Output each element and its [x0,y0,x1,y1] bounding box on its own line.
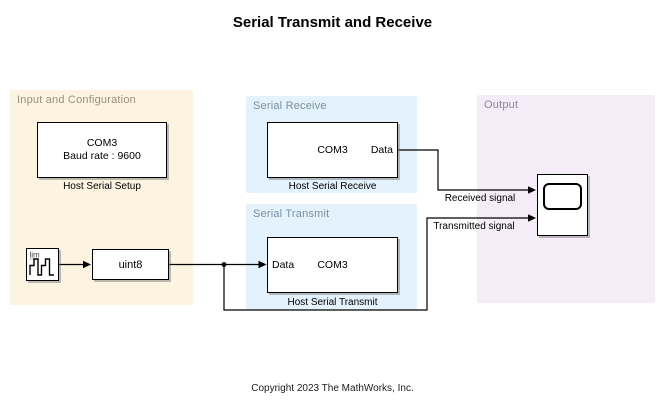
host-serial-receive-block[interactable]: COM3 Data [267,122,398,178]
area-transmit-label: Serial Transmit [253,208,330,220]
receive-data-port-label: Data [370,144,393,156]
branch-dot [221,262,227,267]
receive-com-text: COM3 [317,144,348,156]
wire-receive-to-scope-received[interactable] [398,149,529,191]
counter-limited-block[interactable]: lim [26,248,59,281]
received-signal-label[interactable]: Received signal [444,193,516,204]
host-serial-transmit-name: Host Serial Transmit [287,297,378,308]
transmit-data-port-label: Data [272,259,295,271]
counter-limited-icon: lim [29,251,54,276]
transmitted-signal-label[interactable]: Transmitted signal [433,221,515,232]
arrowhead-uint8-input [83,260,91,269]
area-receive-label: Serial Receive [253,100,327,112]
model-title: Serial Transmit and Receive [232,14,433,31]
area-output-label: Output [484,99,519,111]
scope-screen-icon [543,183,582,210]
host-serial-setup-name: Host Serial Setup [63,181,141,192]
arrowhead-transmit-data-input [258,260,267,269]
data-type-conversion-block[interactable]: uint8 [92,249,169,280]
counter-lim-text: lim [30,251,41,260]
scope-block[interactable] [537,174,588,236]
copyright-text: Copyright 2023 The MathWorks, Inc. [251,383,414,394]
setup-baud-text: Baud rate : 9600 [63,150,141,162]
host-serial-transmit-block[interactable]: COM3 Data [267,237,398,293]
arrowhead-scope-input-1 [528,186,536,194]
host-serial-receive-name: Host Serial Receive [288,181,377,192]
host-serial-setup-block[interactable]: COM3 Baud rate : 9600 [37,122,167,178]
arrowhead-scope-input-2 [528,214,536,222]
uint8-text: uint8 [118,258,143,271]
wire-branch-to-scope-transmitted[interactable] [223,217,529,311]
setup-com-text: COM3 [86,137,118,149]
transmit-com-text: COM3 [317,259,348,271]
area-input-label: Input and Configuration [17,94,136,106]
